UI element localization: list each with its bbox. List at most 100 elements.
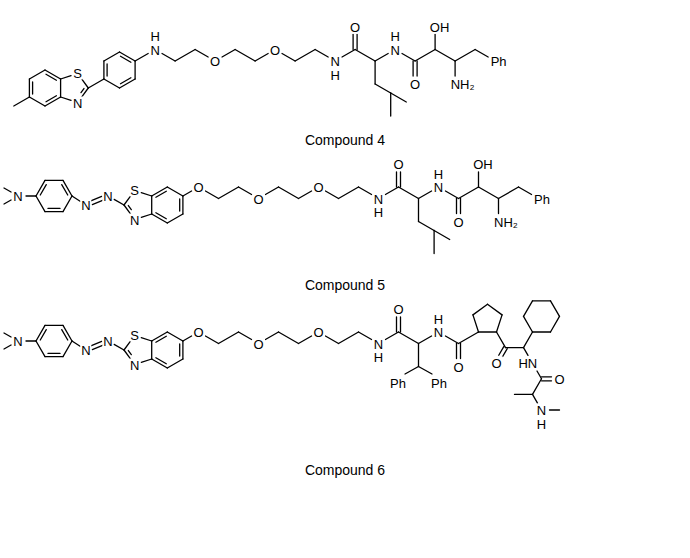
bond-line xyxy=(40,330,46,340)
bond-line xyxy=(61,76,71,79)
atom-label: N xyxy=(80,344,91,357)
bond-line xyxy=(183,336,192,341)
bond-line xyxy=(533,331,551,332)
bond-line xyxy=(550,409,560,410)
bond-line xyxy=(120,78,130,84)
bond-line xyxy=(128,206,131,210)
bond-line xyxy=(325,191,338,199)
bond-line xyxy=(352,35,353,50)
compound-label: Compound 4 xyxy=(304,132,386,148)
atom-label: Ph xyxy=(533,192,551,205)
bond-line xyxy=(497,315,503,332)
bond-line xyxy=(478,172,479,187)
bond-line xyxy=(456,344,457,359)
bond-line xyxy=(120,56,130,62)
bond-line xyxy=(445,191,458,199)
atom-label: H xyxy=(373,206,384,219)
bond-line xyxy=(88,79,104,88)
atom-label: S xyxy=(72,67,83,80)
bond-line xyxy=(255,53,268,61)
bond-line xyxy=(339,332,359,344)
bond-line xyxy=(167,359,183,368)
bond-line xyxy=(391,93,407,102)
atom-label: N xyxy=(102,335,113,348)
bond-line xyxy=(61,97,71,100)
bond-line xyxy=(405,367,419,375)
bond-line xyxy=(524,348,529,356)
bond-line xyxy=(60,79,61,97)
bond-line xyxy=(135,53,148,61)
bond-line xyxy=(396,317,397,332)
bond-line xyxy=(299,191,312,199)
bond-line xyxy=(48,353,60,354)
bond-line xyxy=(156,336,166,342)
bond-line xyxy=(63,196,72,212)
bond-line xyxy=(374,61,375,84)
bond-line xyxy=(239,187,252,195)
atom-label: N xyxy=(433,181,444,194)
bond-line xyxy=(524,301,533,317)
atom-label: H xyxy=(536,417,547,430)
bond-line xyxy=(479,187,499,199)
atom-label: H xyxy=(389,30,400,43)
bond-line xyxy=(175,50,195,62)
bond-line xyxy=(235,50,255,62)
bond-line xyxy=(151,341,152,359)
bond-line xyxy=(434,35,435,50)
bond-line xyxy=(542,380,552,381)
atom-label: H xyxy=(149,30,160,43)
bond-line xyxy=(63,341,72,357)
atom-label: N xyxy=(129,213,140,226)
bond-line xyxy=(445,336,458,344)
atom-label: O xyxy=(490,357,502,370)
atom-label: N xyxy=(536,404,547,417)
bond-line xyxy=(279,187,299,199)
bond-line xyxy=(141,359,151,362)
bond-line xyxy=(488,304,503,315)
atom-label: N xyxy=(80,199,91,212)
bond-line xyxy=(219,187,239,199)
bond-line xyxy=(46,74,56,80)
bond-line xyxy=(114,199,124,205)
bond-line xyxy=(4,345,11,349)
atom-label: O xyxy=(269,43,281,56)
bond-line xyxy=(524,332,533,348)
bond-line xyxy=(502,349,507,358)
atom-label: O xyxy=(553,372,565,385)
bond-line xyxy=(82,79,88,88)
bond-line xyxy=(479,331,497,332)
atom-label: H xyxy=(329,68,340,81)
atom-label: O xyxy=(409,78,421,91)
atom-label: O xyxy=(452,360,464,373)
bond-line xyxy=(542,376,552,377)
bond-line xyxy=(182,196,183,214)
bond-line xyxy=(402,53,415,61)
bond-line xyxy=(460,199,461,214)
bond-line xyxy=(299,336,312,344)
bond-line xyxy=(551,301,560,317)
bond-line xyxy=(72,196,80,201)
bond-line xyxy=(475,50,488,58)
bond-line xyxy=(156,191,166,197)
atom-label: H xyxy=(373,351,384,364)
bond-line xyxy=(167,332,183,341)
bond-line xyxy=(434,231,450,240)
bond-line xyxy=(29,97,45,106)
bond-line xyxy=(182,341,183,359)
bond-line xyxy=(533,379,542,395)
bond-line xyxy=(533,394,538,403)
bond-line xyxy=(45,211,63,212)
bond-line xyxy=(141,338,151,341)
atom-label: S xyxy=(129,329,140,342)
bond-line xyxy=(454,61,455,76)
bond-line xyxy=(400,317,401,332)
bond-line xyxy=(455,50,475,62)
bond-line xyxy=(62,330,68,340)
bond-line xyxy=(4,333,11,337)
atom-label: OH xyxy=(472,158,494,171)
bond-line xyxy=(400,172,401,187)
bond-line xyxy=(325,336,338,344)
bond-line xyxy=(537,371,542,379)
bond-line xyxy=(456,199,457,214)
